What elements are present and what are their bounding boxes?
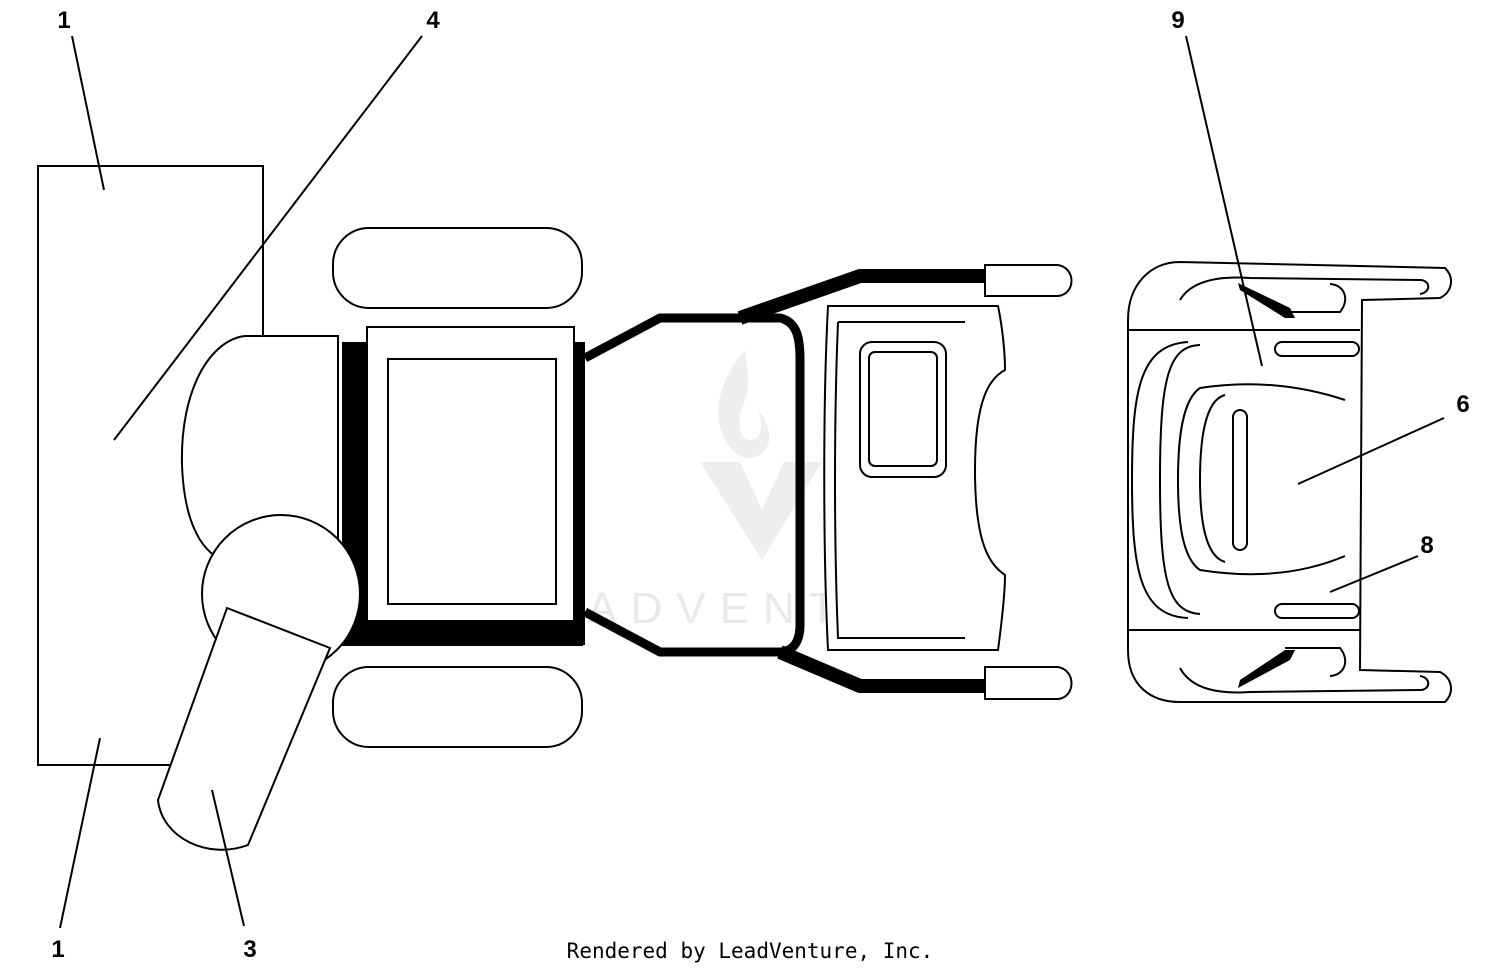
rear-pad-top (1285, 283, 1347, 313)
callout-8: 8 (1420, 532, 1433, 559)
callout-9: 9 (1171, 7, 1184, 34)
console-window-inner (868, 351, 938, 467)
leader-8 (1329, 555, 1419, 593)
leader-1-top (71, 35, 105, 191)
grip-bottom (984, 666, 1073, 700)
handle-frame (582, 264, 1073, 700)
leader-9 (1185, 35, 1263, 367)
rear-seat-inner (1198, 394, 1226, 563)
callout-1-bottom: 1 (51, 936, 64, 963)
callout-4: 4 (426, 7, 440, 34)
rear-bracket-bottom (1238, 650, 1295, 688)
rear-bracket-top (1238, 283, 1295, 318)
rear-seat-contour-outer (1130, 341, 1189, 619)
frame-bar-bottom (342, 620, 583, 646)
rear-pad-bottom (1285, 647, 1347, 677)
rear-view-assembly (1127, 260, 1452, 703)
wheel-top (332, 227, 583, 309)
chute-tube (156, 606, 332, 851)
rear-slot-top (1274, 341, 1360, 357)
callout-3: 3 (243, 936, 256, 963)
engine-housing (180, 335, 339, 561)
leader-lines (59, 35, 1445, 929)
leader-1-bottom (59, 737, 101, 929)
panel-outer (366, 326, 575, 622)
leader-4 (113, 35, 423, 441)
rear-slot-vertical (1232, 409, 1248, 551)
callout-1-top: 1 (57, 7, 70, 34)
wheel-bottom (332, 666, 583, 748)
rear-seat-back (1176, 383, 1346, 576)
frame-bar-right (573, 342, 585, 645)
panel-inner (387, 358, 557, 605)
leader-3 (211, 789, 245, 927)
console-edge (834, 321, 965, 639)
console-window-outer (859, 341, 947, 478)
rear-seat-contour (1158, 344, 1201, 615)
grip-top (984, 264, 1073, 297)
rear-slot-bottom (1274, 603, 1360, 619)
footer-credit: Rendered by LeadVenture, Inc. (566, 939, 934, 963)
rear-inner-outline-bottom (1179, 667, 1430, 694)
callout-6: 6 (1456, 391, 1469, 418)
watermark-logo-icon (700, 350, 822, 560)
rear-outer-shell (1127, 260, 1452, 703)
leader-6 (1297, 417, 1445, 485)
rear-inner-outline-top (1179, 276, 1430, 301)
